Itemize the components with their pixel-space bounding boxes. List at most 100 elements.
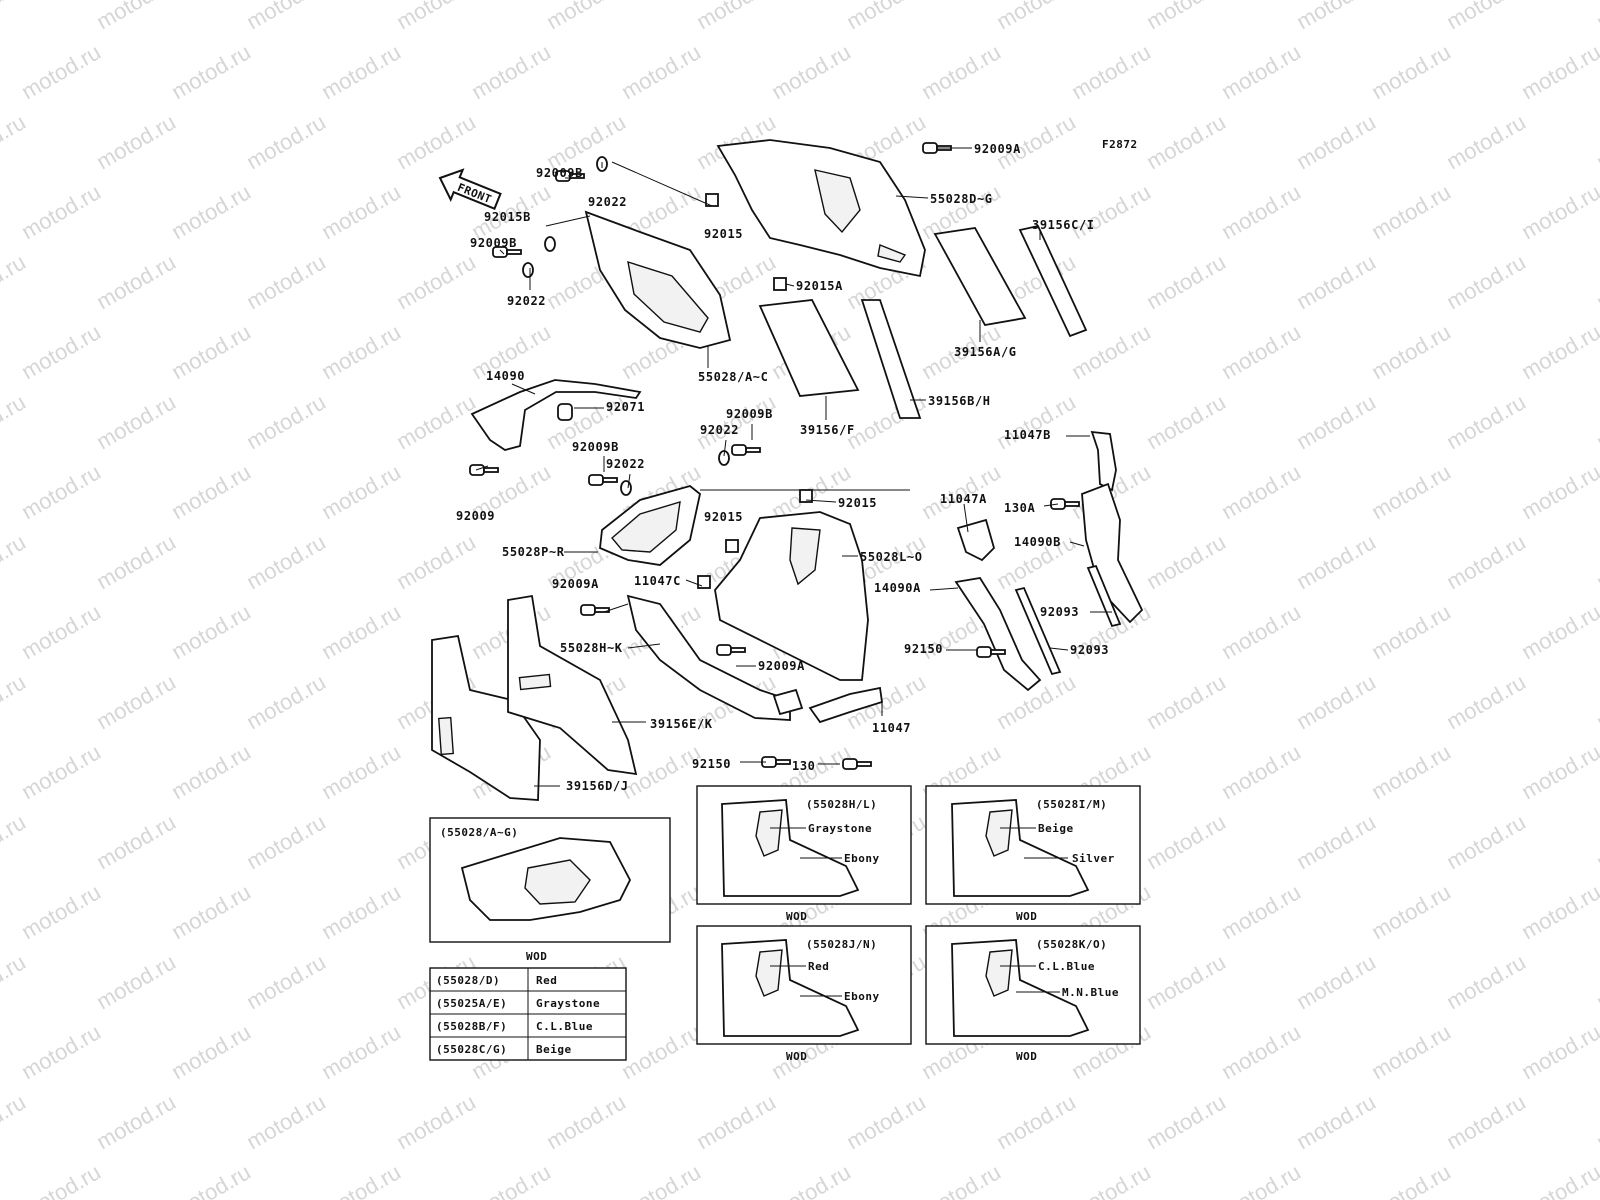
decal-39156d-slot bbox=[438, 716, 454, 756]
watermark-text: motod.ru bbox=[1217, 179, 1305, 244]
watermark-text: motod.ru bbox=[392, 109, 480, 174]
watermark-text: motod.ru bbox=[1217, 319, 1305, 384]
watermark-text: motod.ru bbox=[17, 179, 105, 244]
callout-39156d-j: 39156D/J bbox=[566, 779, 629, 793]
callout-11047c: 11047C bbox=[634, 574, 681, 588]
watermark-text: motod.ru bbox=[1217, 739, 1305, 804]
clip-icon bbox=[697, 575, 711, 589]
bolt-icon bbox=[731, 444, 761, 456]
callout-92009b: 92009B bbox=[572, 440, 619, 454]
watermark-text: motod.ru bbox=[1142, 1089, 1230, 1154]
watermark-text: motod.ru bbox=[92, 669, 180, 734]
callout-55028p-r: 55028P~R bbox=[502, 545, 565, 559]
watermark-text: motod.ru bbox=[1067, 1159, 1155, 1200]
callout-92009a: 92009A bbox=[552, 577, 599, 591]
watermark-text: motod.ru bbox=[1142, 249, 1230, 314]
lower-side-cowl-55028h bbox=[626, 594, 791, 721]
watermark-text: motod.ru bbox=[842, 389, 930, 454]
table-cell-part: (55028B/F) bbox=[436, 1020, 507, 1033]
watermark-text: motod.ru bbox=[167, 739, 255, 804]
bolt-icon bbox=[588, 474, 618, 486]
leader-line bbox=[627, 473, 631, 489]
watermark-text: motod.ru bbox=[17, 459, 105, 524]
watermark-text: motod.ru bbox=[1067, 179, 1155, 244]
callout-92015: 92015 bbox=[704, 227, 743, 241]
watermark-text: motod.ru bbox=[167, 459, 255, 524]
callout-92009a: 92009A bbox=[758, 659, 805, 673]
watermark-text: motod.ru bbox=[1592, 529, 1600, 594]
inner-cover-55028p bbox=[599, 485, 701, 566]
watermark-text: motod.ru bbox=[1217, 599, 1305, 664]
bolt-icon bbox=[976, 646, 1006, 658]
bolt-icon bbox=[469, 464, 499, 476]
callout-92015b: 92015B bbox=[484, 210, 531, 224]
callout-92093: 92093 bbox=[1070, 643, 1109, 657]
watermark-text: motod.ru bbox=[317, 39, 405, 104]
watermark-text: motod.ru bbox=[1367, 39, 1455, 104]
watermark-text: motod.ru bbox=[1142, 529, 1230, 594]
clip-92015-lower bbox=[772, 688, 804, 716]
watermark-text: motod.ru bbox=[92, 389, 180, 454]
inset-title: (55028H/L) bbox=[806, 798, 877, 811]
inset-55028-h-l: (55028H/L) Graystone Ebony WOD bbox=[696, 785, 912, 923]
watermark-text: motod.ru bbox=[1367, 1159, 1455, 1200]
watermark-text: motod.ru bbox=[1442, 249, 1530, 314]
watermark-text: motod.ru bbox=[767, 1159, 855, 1200]
watermark-text: motod.ru bbox=[0, 949, 30, 1014]
leader-line bbox=[1049, 647, 1069, 651]
watermark-text: motod.ru bbox=[17, 879, 105, 944]
watermark-text: motod.ru bbox=[1517, 39, 1600, 104]
watermark-text: motod.ru bbox=[1067, 39, 1155, 104]
callout-39156b-h: 39156B/H bbox=[928, 394, 991, 408]
callout-92022: 92022 bbox=[588, 195, 627, 209]
watermark-text: motod.ru bbox=[1517, 739, 1600, 804]
inset-title: (55028I/M) bbox=[1036, 798, 1107, 811]
watermark-text: motod.ru bbox=[1142, 949, 1230, 1014]
watermark-text: motod.ru bbox=[1217, 39, 1305, 104]
callout-39156a-g: 39156A/G bbox=[954, 345, 1017, 359]
callout-39156e-k: 39156E/K bbox=[650, 717, 713, 731]
watermark-text: motod.ru bbox=[242, 109, 330, 174]
callout-55028l-o: 55028L~O bbox=[860, 550, 923, 564]
watermark-text: motod.ru bbox=[1517, 1159, 1600, 1200]
lower-cowl-55028l bbox=[714, 511, 869, 681]
color-table: (55028/D) Red (55025A/E) Graystone (5502… bbox=[429, 967, 627, 1061]
callout-11047a: 11047A bbox=[940, 492, 987, 506]
inset-caption: WOD bbox=[526, 950, 547, 963]
clip-icon bbox=[773, 277, 787, 291]
leader-line bbox=[545, 215, 591, 227]
watermark-text: motod.ru bbox=[92, 249, 180, 314]
watermark-text: motod.ru bbox=[1592, 389, 1600, 454]
table-cell-part: (55025A/E) bbox=[436, 997, 507, 1010]
callout-14090a: 14090A bbox=[874, 581, 921, 595]
watermark-text: motod.ru bbox=[992, 389, 1080, 454]
watermark-text: motod.ru bbox=[392, 249, 480, 314]
watermark-text: motod.ru bbox=[1142, 109, 1230, 174]
strip-92093-b bbox=[1014, 586, 1062, 676]
callout-92009: 92009 bbox=[456, 509, 495, 523]
watermark-text: motod.ru bbox=[17, 599, 105, 664]
leader-line bbox=[685, 579, 703, 587]
watermark-text: motod.ru bbox=[242, 0, 330, 34]
watermark-text: motod.ru bbox=[167, 319, 255, 384]
watermark-text: motod.ru bbox=[392, 1089, 480, 1154]
watermark-text: motod.ru bbox=[0, 1089, 30, 1154]
watermark-text: motod.ru bbox=[17, 319, 105, 384]
watermark-text: motod.ru bbox=[1517, 459, 1600, 524]
watermark-text: motod.ru bbox=[0, 809, 30, 874]
table-cell-part: (55028/D) bbox=[436, 974, 500, 987]
watermark-text: motod.ru bbox=[842, 0, 930, 34]
watermark-text: motod.ru bbox=[842, 1089, 930, 1154]
inset-55028-k-o: (55028K/O) C.L.Blue M.N.Blue WOD bbox=[925, 925, 1141, 1063]
watermark-text: motod.ru bbox=[1517, 179, 1600, 244]
callout-14090b: 14090B bbox=[1014, 535, 1061, 549]
watermark-text: motod.ru bbox=[467, 1159, 555, 1200]
watermark-text: motod.ru bbox=[1592, 249, 1600, 314]
strip-92093-a bbox=[1086, 564, 1122, 628]
watermark-text: motod.ru bbox=[1517, 1019, 1600, 1084]
callout-92022: 92022 bbox=[700, 423, 739, 437]
watermark-text: motod.ru bbox=[617, 1019, 705, 1084]
watermark-text: motod.ru bbox=[1592, 0, 1600, 34]
watermark-text: motod.ru bbox=[1142, 809, 1230, 874]
watermark-text: motod.ru bbox=[242, 669, 330, 734]
